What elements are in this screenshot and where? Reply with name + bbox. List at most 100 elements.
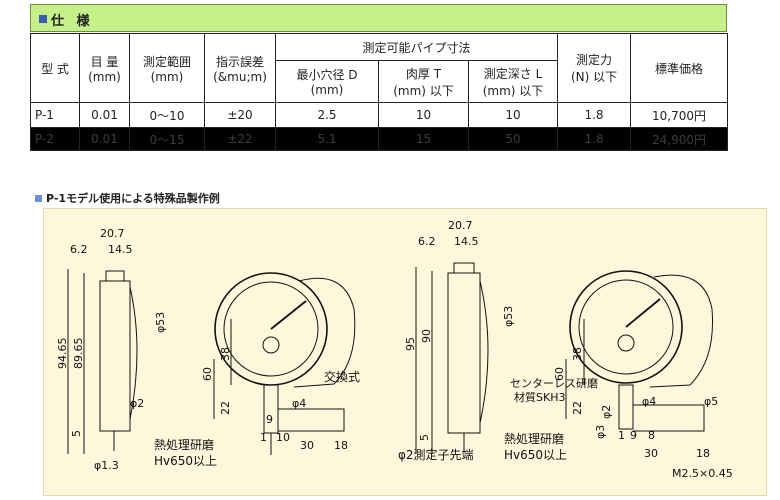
dim-text: 5 (418, 434, 431, 441)
dim-text: 20.7 (100, 227, 125, 240)
cell-price: 24,900円 (630, 127, 729, 151)
th-grad: 目 量(mm) (79, 33, 130, 103)
dim-text: φ3 (594, 425, 607, 439)
dial-face-r (578, 279, 674, 375)
dim-text: 9 (266, 413, 273, 426)
th-pipe-group: 測定可能パイプ寸法 (274, 33, 559, 61)
cell-grad: 0.01 (79, 102, 130, 128)
dim-text: 1 (618, 429, 625, 442)
dim-text: 94.65 (56, 338, 69, 370)
th-range: 測定範囲(mm) (129, 33, 205, 103)
dim-text: 18 (696, 447, 710, 460)
cell-depth: 10 (467, 102, 559, 128)
dim-text: 60 (553, 367, 566, 381)
th-depth: 測定深さ L(mm) 以下 (467, 60, 559, 103)
dim-text: 38 (571, 347, 584, 361)
gauge-side-bezel-r (479, 280, 489, 424)
gauge-side-stem (105, 270, 125, 282)
dim-text: φ4 (292, 397, 306, 410)
dial-subdial (262, 336, 280, 354)
cell-range: 0〜15 (129, 127, 205, 151)
label-text: 交換式 (324, 369, 360, 384)
gauge-side-body-r (447, 272, 481, 434)
dim-text: 38 (219, 347, 232, 361)
dim-text: M2.5×0.45 (672, 467, 733, 480)
dial-outer-ring-r (569, 270, 683, 384)
dim-text: 20.7 (448, 219, 473, 232)
dial-face (223, 281, 319, 377)
drawing-svg: 20.7 6.2 14.5 94.65 89.65 φ53 38 60 22 9… (56, 219, 733, 480)
cell-min-d: 2.5 (275, 102, 379, 128)
gauge-frame-arm-r (649, 274, 713, 388)
label-text: φ2測定子先端 (398, 447, 474, 462)
dim-text: 30 (300, 439, 314, 452)
th-model: 型 式 (30, 33, 80, 103)
dim-text: φ5 (704, 395, 718, 408)
technical-drawing: 20.7 6.2 14.5 94.65 89.65 φ53 38 60 22 9… (43, 208, 767, 496)
cell-error: ±22 (204, 127, 276, 151)
th-price: 標準価格 (630, 33, 729, 103)
dim-text: 60 (201, 367, 214, 381)
dim-text: 22 (219, 401, 232, 415)
dim-text: 6.2 (70, 243, 88, 256)
dim-text: 22 (571, 401, 584, 415)
dim-text: 30 (644, 447, 658, 460)
gauge-side-stem-r (453, 262, 475, 274)
th-error: 指示誤差(&mu;m) (204, 33, 276, 103)
cell-error: ±20 (204, 102, 276, 128)
dim-text: φ1.3 (94, 459, 119, 472)
bullet-square-icon (35, 195, 42, 202)
dim-text: 89.65 (72, 338, 85, 370)
bullet-square-icon (39, 15, 47, 23)
dim-text: 8 (648, 429, 655, 442)
label-text: Hv650以上 (154, 454, 217, 468)
cell-force: 1.8 (557, 127, 632, 151)
dim-text: φ2 (600, 405, 613, 419)
gauge-side-bezel (129, 286, 138, 420)
label-text: 材質SKH3 (514, 390, 565, 404)
dim-text: 14.5 (108, 243, 133, 256)
dim-text: φ53 (154, 312, 167, 333)
cell-depth: 50 (467, 127, 559, 151)
th-force: 測定力(N) 以下 (557, 33, 632, 103)
dim-text: 10 (276, 431, 290, 444)
spec-title: 仕 様 (51, 14, 94, 29)
table-row: P-1 0.01 0〜10 ±20 2.5 10 10 1.8 10,700円 (30, 102, 729, 128)
dim-text: 18 (334, 439, 348, 452)
dial-needle-r (625, 298, 661, 328)
label-text: 熱処理研磨 (504, 432, 564, 446)
dim-text: 14.5 (454, 235, 479, 248)
cell-price: 10,700円 (630, 102, 729, 128)
probe-arm-r (633, 404, 705, 432)
table-row: P-2 0.01 0〜15 ±22 5.1 15 50 1.8 24,900円 (30, 127, 729, 151)
th-min-d: 最小穴径 D(mm) (275, 60, 379, 103)
dial-subdial-r (617, 334, 635, 352)
cell-grad: 0.01 (79, 127, 130, 151)
spec-header: 仕 様 (30, 4, 727, 32)
label-text: センターレス研磨 (510, 377, 598, 390)
cell-model: P-1 (30, 102, 80, 128)
probe-arm (278, 408, 345, 432)
dim-text: 9 (630, 429, 637, 442)
dim-text: 6.2 (418, 235, 436, 248)
label-text: 熱処理研磨 (154, 438, 214, 452)
dim-text: 90 (420, 329, 433, 343)
th-thick: 肉厚 T(mm) 以下 (378, 60, 469, 103)
probe-holder-r (618, 384, 634, 430)
section-title: P-1モデル使用による特殊品製作例 (35, 190, 220, 206)
spec-table: 型 式 目 量(mm) 測定範囲(mm) 指示誤差(&mu;m) 測定可能パイプ… (30, 33, 729, 151)
dim-text: 5 (70, 430, 83, 437)
cell-model: P-2 (30, 127, 80, 151)
cell-thick: 15 (378, 127, 469, 151)
cell-min-d: 5.1 (275, 127, 379, 151)
gauge-side-body (99, 280, 131, 432)
gauge-frame-arm (293, 277, 356, 388)
cell-thick: 10 (378, 102, 469, 128)
cell-range: 0〜10 (129, 102, 205, 128)
dim-text: φ4 (642, 395, 656, 408)
dial-needle (270, 300, 307, 330)
dim-text: φ2 (130, 397, 144, 410)
label-text: Hv650以上 (504, 448, 567, 462)
dim-text: 1 (260, 431, 267, 444)
dim-text: φ53 (502, 306, 515, 327)
